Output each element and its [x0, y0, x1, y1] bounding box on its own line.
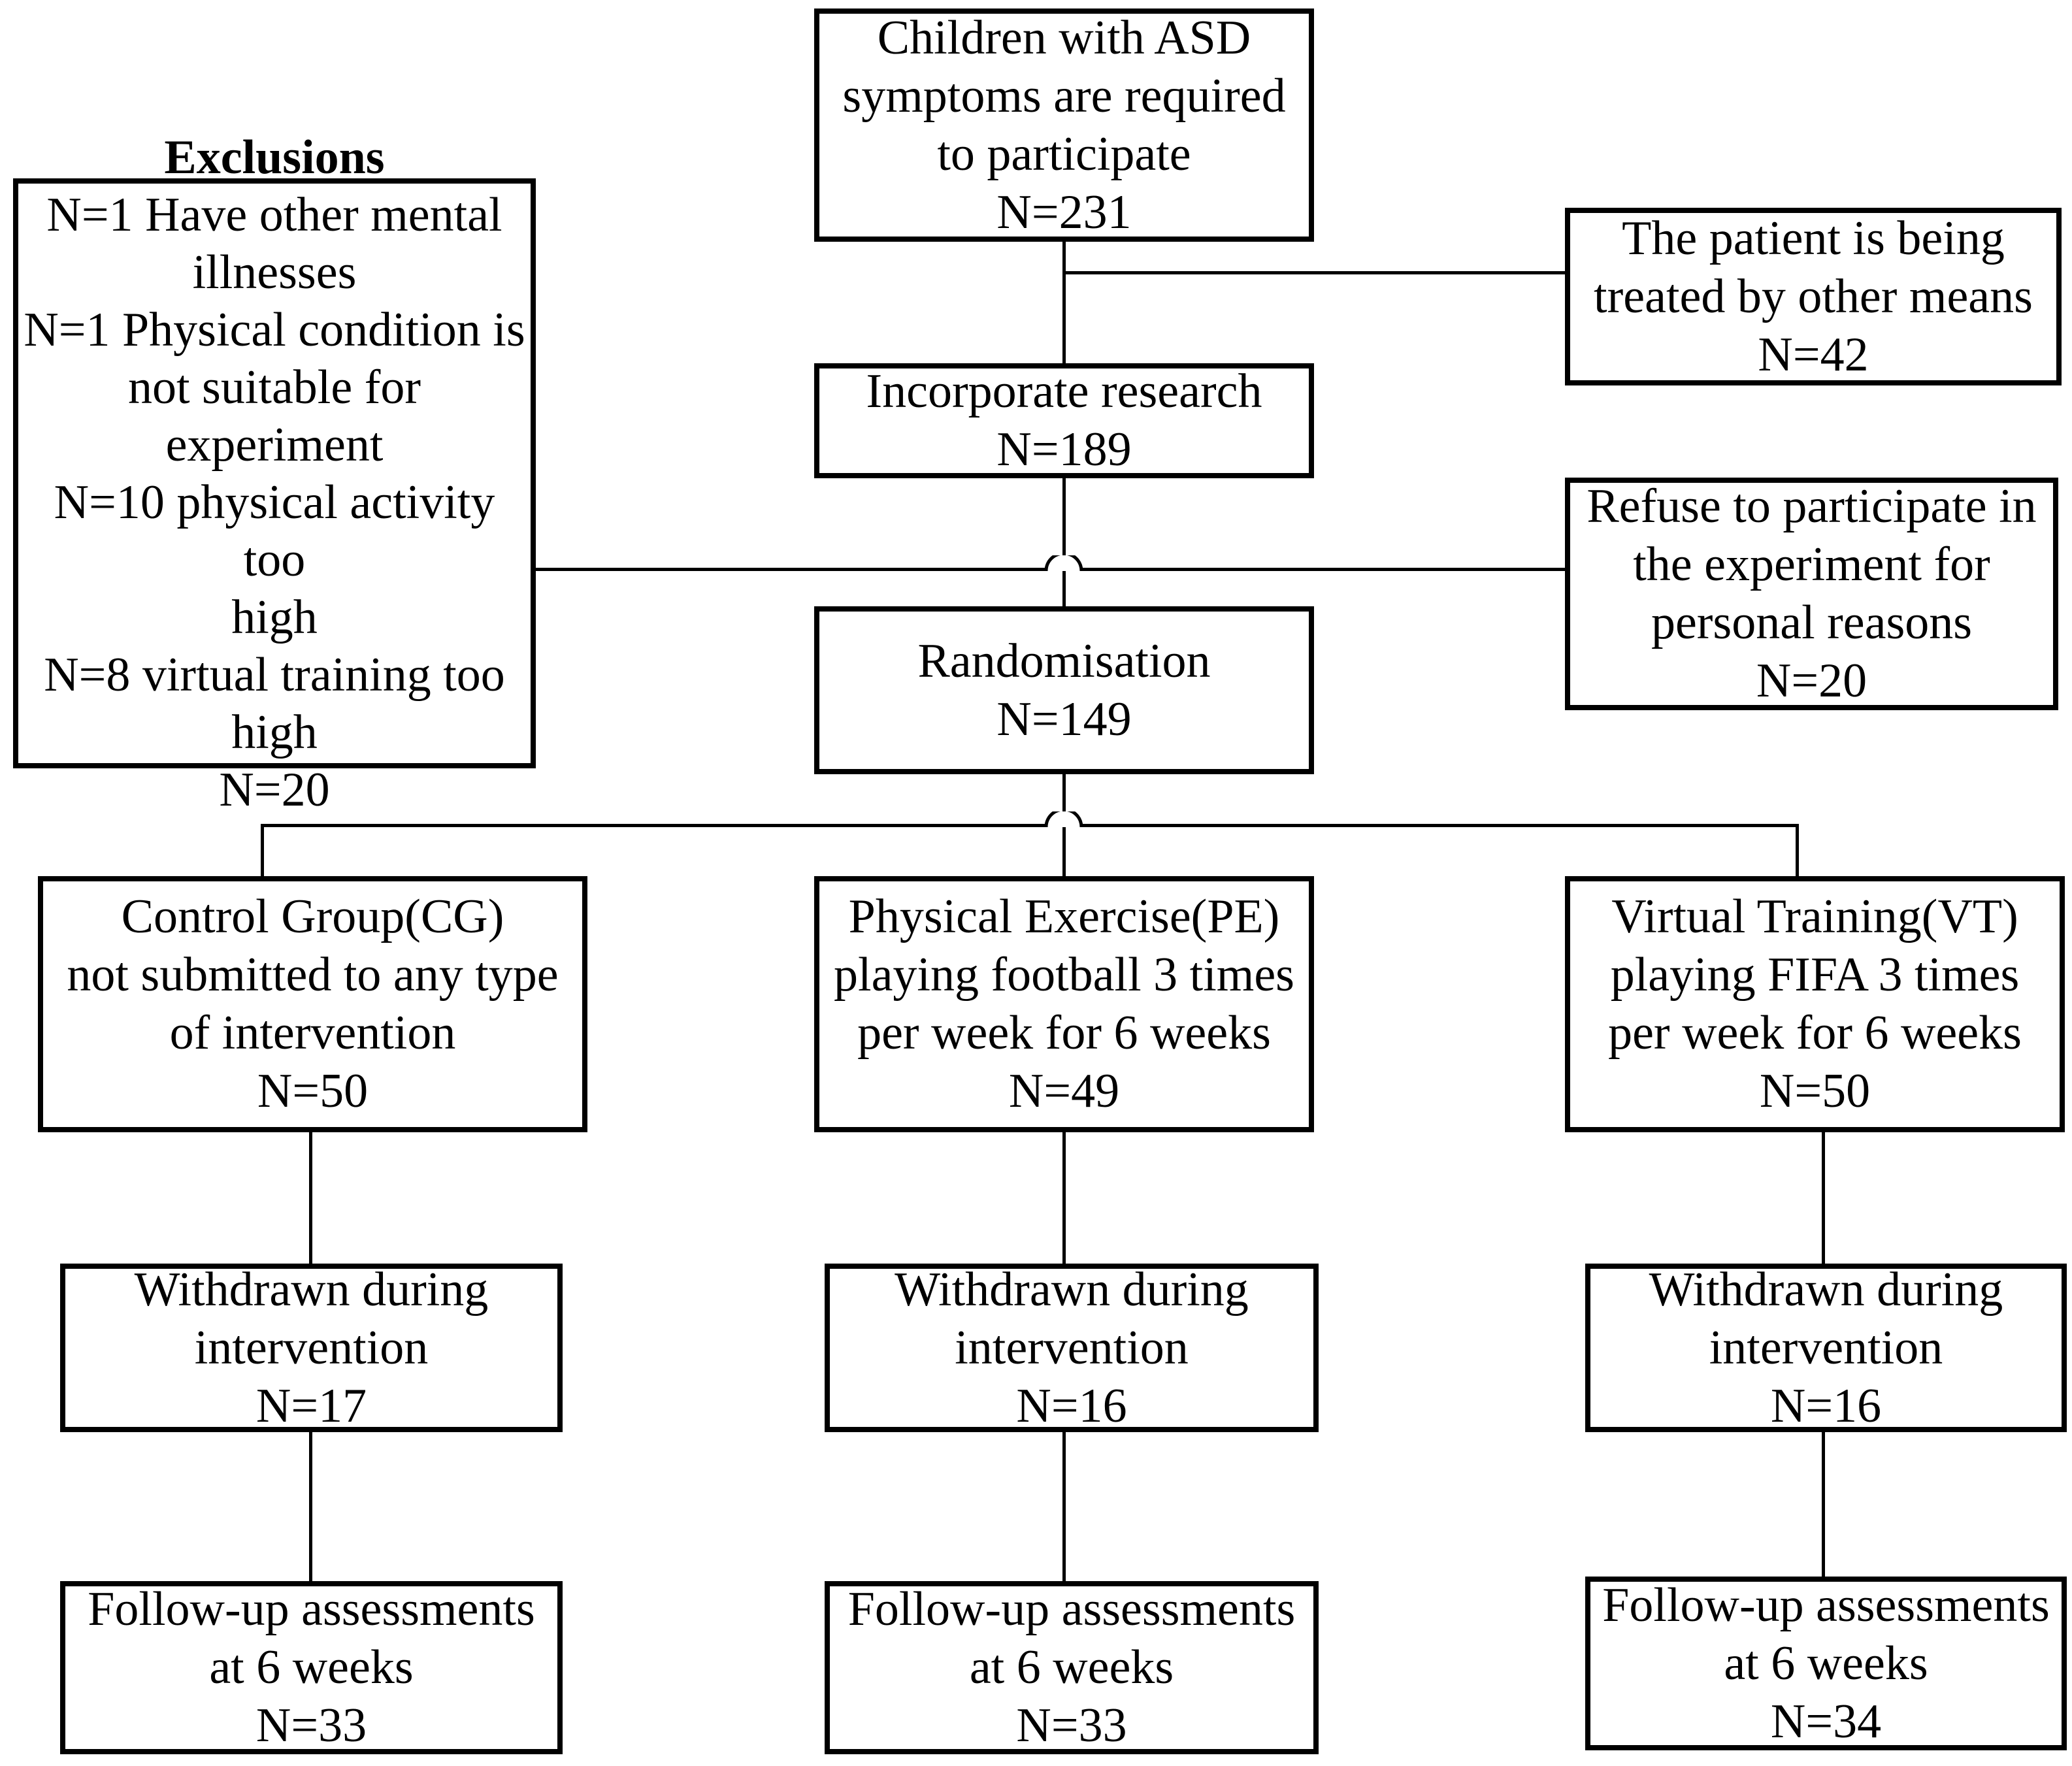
box-virtual-training-text: Virtual Training(VT) playing FIFA 3 time…: [1608, 890, 2022, 1118]
box-vt-followup-text: Follow-up assessments at 6 weeks N=34: [1602, 1578, 2050, 1748]
connector-cg-withdrawn: [309, 1131, 312, 1265]
line-hop-icon: [1044, 555, 1083, 572]
connector-split-vt: [1796, 824, 1799, 877]
box-screening: Children with ASD symptoms are required …: [814, 8, 1314, 242]
box-control-group-text: Control Group(CG) not submitted to any t…: [67, 890, 559, 1118]
box-exclusions-text: N=1 Have other mental illnesses N=1 Phys…: [24, 188, 525, 817]
box-screening-text: Children with ASD symptoms are required …: [842, 10, 1286, 239]
line-hop-icon: [1044, 811, 1083, 828]
connector-vt-followup: [1822, 1431, 1825, 1582]
box-randomisation-text: Randomisation N=149: [917, 634, 1211, 746]
box-refuse-to-participate-text: Refuse to participate in the experiment …: [1587, 480, 2037, 708]
box-pe-followup-text: Follow-up assessments at 6 weeks N=33: [847, 1582, 1296, 1752]
connector-screening-incorporate: [1062, 240, 1066, 365]
box-exclusions: Exclusions N=1 Have other mental illness…: [13, 131, 536, 817]
box-pe-withdrawn: Withdrawn during intervention N=16: [825, 1262, 1319, 1433]
connector-pe-followup: [1062, 1431, 1066, 1582]
connector-randomisation-split: [261, 824, 1799, 827]
box-pe-withdrawn-text: Withdrawn during intervention N=16: [895, 1262, 1249, 1433]
box-randomisation: Randomisation N=149: [814, 606, 1314, 774]
box-pe-followup: Follow-up assessments at 6 weeks N=33: [825, 1581, 1319, 1754]
box-vt-withdrawn: Withdrawn during intervention N=16: [1585, 1262, 2067, 1433]
connector-split-cg: [261, 824, 264, 877]
box-physical-exercise-text: Physical Exercise(PE) playing football 3…: [834, 890, 1294, 1118]
box-incorporate-research: Incorporate research N=189: [814, 363, 1314, 478]
connector-vt-withdrawn: [1822, 1131, 1825, 1265]
box-vt-followup: Follow-up assessments at 6 weeks N=34: [1585, 1577, 2067, 1750]
box-treated-by-other-means-text: The patient is being treated by other me…: [1594, 211, 2033, 382]
box-cg-withdrawn-text: Withdrawn during intervention N=17: [134, 1262, 489, 1433]
connector-incorporate-randomisation: [1062, 477, 1066, 608]
box-treated-by-other-means: The patient is being treated by other me…: [1565, 208, 2062, 385]
connector-branch-treated: [1064, 271, 1565, 274]
box-vt-withdrawn-text: Withdrawn during intervention N=16: [1649, 1262, 2003, 1433]
box-incorporate-research-text: Incorporate research N=189: [866, 365, 1262, 476]
box-control-group: Control Group(CG) not submitted to any t…: [38, 876, 587, 1132]
box-cg-followup-text: Follow-up assessments at 6 weeks N=33: [88, 1582, 535, 1752]
box-exclusions-title: Exclusions: [164, 130, 385, 184]
box-refuse-to-participate: Refuse to participate in the experiment …: [1565, 478, 2058, 710]
box-physical-exercise: Physical Exercise(PE) playing football 3…: [814, 876, 1314, 1132]
connector-cg-followup: [309, 1431, 312, 1582]
connector-pe-withdrawn: [1062, 1131, 1066, 1265]
box-cg-withdrawn: Withdrawn during intervention N=17: [60, 1262, 563, 1433]
box-cg-followup: Follow-up assessments at 6 weeks N=33: [60, 1581, 563, 1754]
box-virtual-training: Virtual Training(VT) playing FIFA 3 time…: [1565, 876, 2065, 1132]
